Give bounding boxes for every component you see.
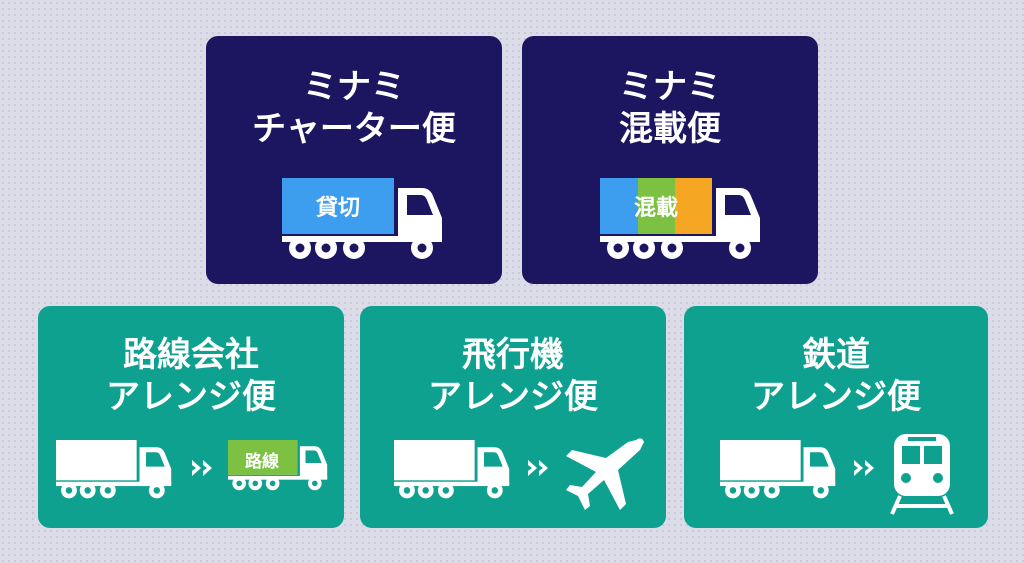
card-title: 鉄道 アレンジ便 <box>751 335 921 417</box>
charter-service-card[interactable]: ミナミ チャーター便 貸切 <box>206 36 502 284</box>
route-tag: 路線 <box>245 451 279 472</box>
card-title: 路線会社 アレンジ便 <box>106 335 276 417</box>
charter-truck-icon: 貸切 <box>282 178 442 262</box>
truck-to-airplane-icon <box>394 436 644 516</box>
train-service-card[interactable]: 鉄道 アレンジ便 <box>684 306 988 528</box>
airplane-icon <box>566 438 644 510</box>
mixed-load-truck-icon: 混載 <box>600 178 760 262</box>
truck-to-route-truck-icon: 路線 <box>56 440 328 500</box>
card-title: 飛行機 アレンジ便 <box>428 335 598 417</box>
airplane-service-card[interactable]: 飛行機 アレンジ便 <box>360 306 666 528</box>
mixed-load-service-card[interactable]: ミナミ 混載便 混載 <box>522 36 818 284</box>
route-company-service-card[interactable]: 路線会社 アレンジ便 路線 <box>38 306 344 528</box>
truck-to-train-icon <box>720 434 960 518</box>
charter-tag: 貸切 <box>315 195 360 221</box>
card-title: ミナミ チャーター便 <box>252 67 456 149</box>
mixed-load-tag: 混載 <box>634 195 678 221</box>
train-icon <box>890 434 954 515</box>
card-title: ミナミ 混載便 <box>619 67 721 149</box>
